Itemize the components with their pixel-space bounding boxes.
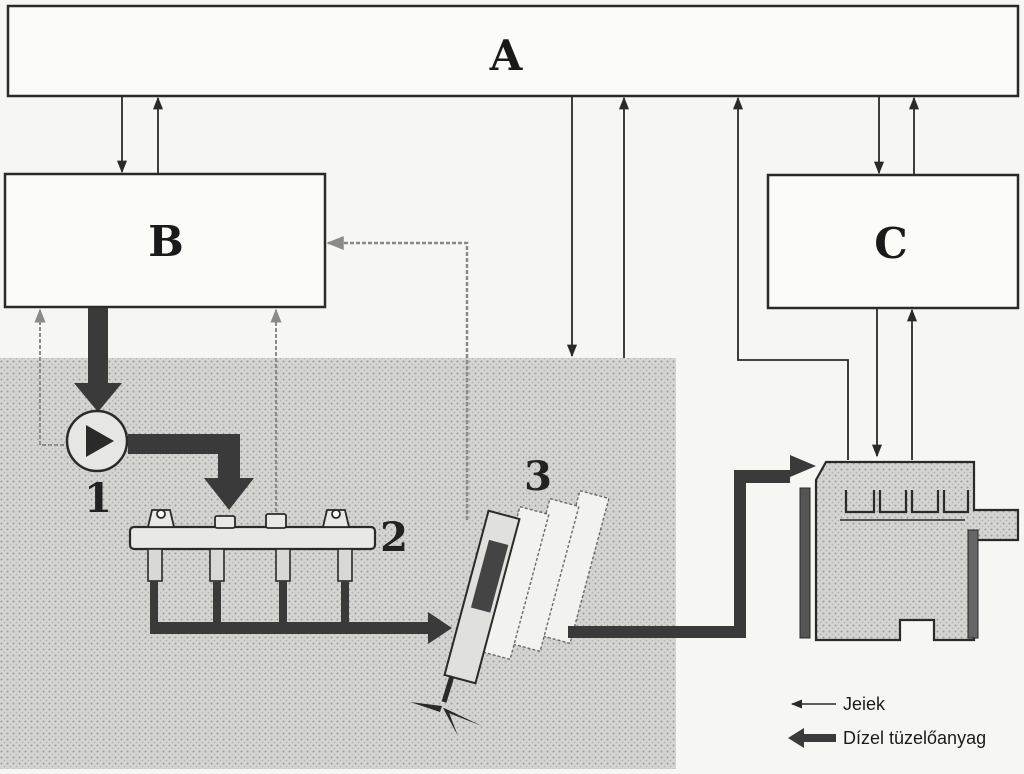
box-b-label: B bbox=[148, 217, 184, 266]
box-b bbox=[3, 172, 327, 309]
signal-pump-to-b bbox=[34, 308, 70, 446]
legend-fuel-arrow bbox=[788, 728, 836, 748]
fuel-injector-to-engine bbox=[568, 455, 816, 638]
injector-group bbox=[441, 489, 610, 703]
injector-number: 3 bbox=[524, 453, 552, 500]
pump-arrow-icon bbox=[86, 425, 114, 457]
fuel-b-to-pump-head bbox=[74, 383, 122, 412]
signal-injector-to-b bbox=[326, 236, 469, 520]
box-a bbox=[6, 4, 1020, 98]
engine-icon bbox=[799, 460, 1020, 642]
box-a-label: A bbox=[489, 31, 524, 80]
signal-engine-to-a bbox=[732, 96, 849, 460]
rail-mounts bbox=[146, 509, 351, 529]
rail-outlets bbox=[147, 548, 353, 582]
fuel-b-to-pump-shaft bbox=[88, 308, 108, 386]
legend-signals-label: Jeiek bbox=[843, 694, 886, 714]
fuel-rail-to-injector bbox=[150, 581, 452, 644]
common-rail bbox=[128, 525, 377, 551]
legend: Jeiek Dízel tüzelőanyag bbox=[788, 694, 986, 748]
spray-icon bbox=[410, 702, 482, 736]
rail-number: 2 bbox=[380, 514, 408, 561]
fuel-pump-to-rail bbox=[128, 434, 254, 510]
box-c-label: C bbox=[874, 219, 907, 268]
legend-fuel-label: Dízel tüzelőanyag bbox=[843, 728, 986, 748]
pump-number: 1 bbox=[84, 475, 112, 522]
box-c bbox=[766, 173, 1020, 310]
